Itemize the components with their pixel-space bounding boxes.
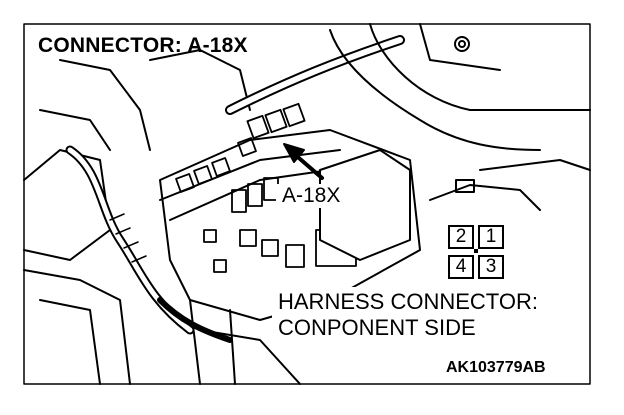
mount-post-left: [189, 299, 201, 385]
mount-post-mid: [229, 309, 236, 385]
relay-module: [319, 149, 411, 261]
reservoir-cap-inner: [458, 40, 466, 48]
small-clip: [455, 179, 475, 193]
pin-3: 3: [478, 255, 504, 279]
left-body-panel: [23, 149, 111, 261]
relay-box-ledge: [169, 169, 331, 221]
reservoir-cap: [454, 36, 470, 52]
mount-bracket: [199, 329, 301, 385]
figure-code: AK103779AB: [446, 359, 546, 376]
component-side-label: CONPONENT SIDE: [278, 315, 476, 340]
callout-arrow-head: [283, 143, 305, 163]
pin-2: 2: [448, 225, 474, 249]
harness-connector-label: HARNESS CONNECTOR:: [278, 289, 538, 314]
figure-frame: [23, 23, 591, 385]
upper-left-panel: [59, 59, 151, 151]
connector-pin-diagram: 2 1 4 3: [448, 225, 514, 281]
title-backdrop: [30, 30, 278, 60]
figure-title: CONNECTOR: A-18X: [38, 34, 248, 57]
lower-left-panel-inner: [39, 299, 101, 385]
lower-harness: [157, 297, 233, 343]
harness-tape: [109, 213, 147, 263]
connector-callout-label: A-18X: [282, 184, 341, 207]
relay-row-top: [175, 102, 306, 193]
pin-4: 4: [448, 255, 474, 279]
right-bracket: [479, 159, 591, 171]
lower-left-panel: [23, 269, 131, 385]
right-cover-edge: [369, 23, 591, 111]
pin-divider-mark: [474, 249, 478, 253]
hose-lower-curve: [329, 29, 541, 151]
right-cover-line: [419, 23, 501, 71]
upper-mid-panel: [149, 49, 251, 111]
upper-left-edge: [39, 109, 111, 151]
pin-1: 1: [478, 225, 504, 249]
right-bracket-lower: [429, 184, 541, 211]
